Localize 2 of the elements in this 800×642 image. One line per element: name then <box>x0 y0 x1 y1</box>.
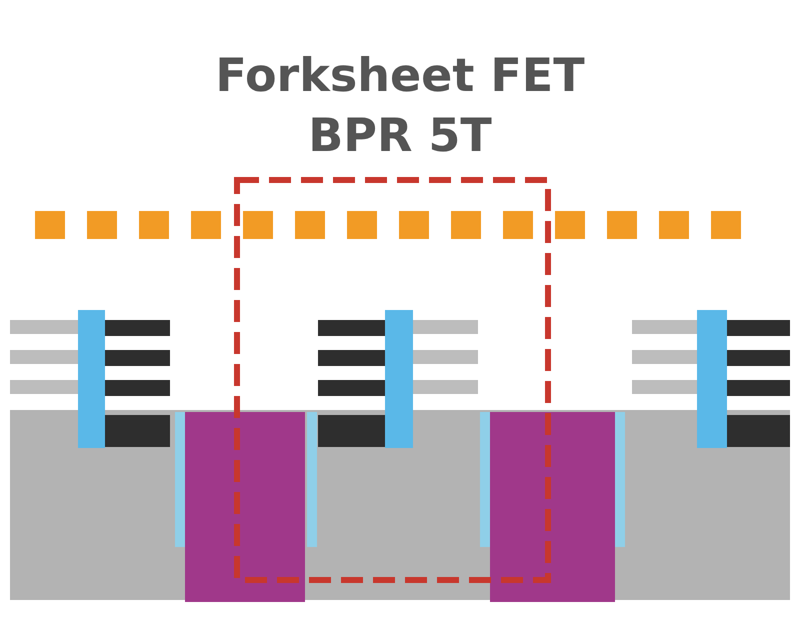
title: Forksheet FET <box>214 48 586 102</box>
subtitle: BPR 5T <box>307 108 493 162</box>
